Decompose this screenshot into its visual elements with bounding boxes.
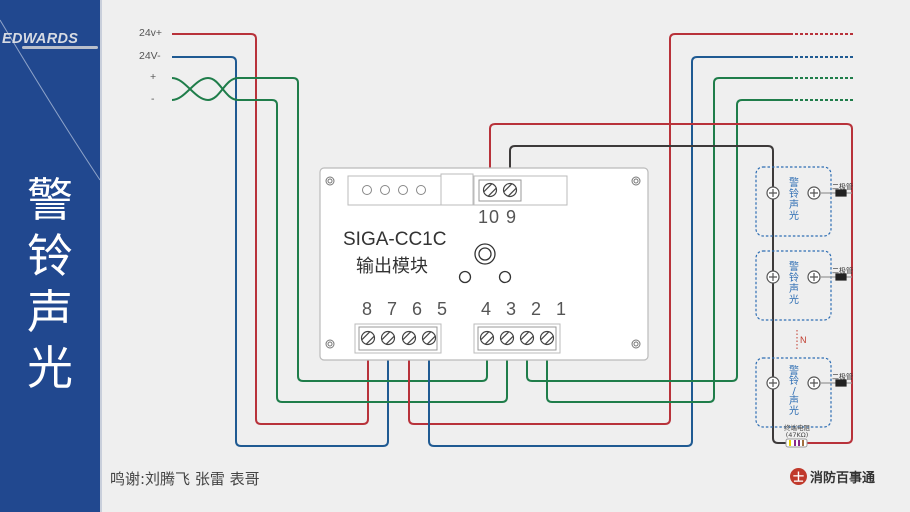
terminal-screw-10 <box>482 182 498 198</box>
page-title: 警 铃 声 光 <box>16 172 84 396</box>
wire-signal-neg-right <box>526 99 790 382</box>
terminal-numbers-left: 8 7 6 5 <box>362 299 453 319</box>
label-24v-neg: 24V- <box>139 50 161 62</box>
brand: 士 消防百事通 <box>790 467 875 486</box>
terminal-screw-3 <box>499 330 515 346</box>
wire-signal-pos-left <box>171 77 488 382</box>
diode-icon <box>835 273 847 281</box>
diode-3-label: 二极管 <box>832 373 853 381</box>
wire-signal-neg-left <box>171 77 508 403</box>
terminal-screw-1 <box>539 330 555 346</box>
brand-icon: 士 <box>790 468 807 485</box>
credits: 鸣谢:刘腾飞 张雷 表哥 <box>110 470 260 488</box>
device-box <box>755 357 832 428</box>
terminal-screw-5 <box>421 330 437 346</box>
brand-name: 消防百事通 <box>810 471 876 486</box>
device-box <box>755 250 832 321</box>
module-model: SIGA-CC1C <box>343 229 447 250</box>
wire-24v-neg-left <box>172 56 389 447</box>
logo-underline <box>22 46 98 49</box>
eol-resistor <box>785 438 808 448</box>
module-name: 输出模块 <box>356 256 428 277</box>
terminal-screw-7 <box>380 330 396 346</box>
sidebar-arc <box>0 19 100 181</box>
terminal-screw-8 <box>360 330 376 346</box>
label-signal-neg: - <box>151 93 155 105</box>
diode-2-label: 二极管 <box>832 267 853 275</box>
device-count-label: N <box>800 335 807 345</box>
sidebar-edge <box>100 0 102 512</box>
edwards-logo: EDWARDS <box>2 31 79 47</box>
title-char: 声 <box>27 285 73 339</box>
title-char: 警 <box>27 173 73 227</box>
device-2-label: 警铃声光 <box>789 262 799 306</box>
label-signal-pos: + <box>150 71 157 83</box>
terminal-screw-2 <box>519 330 535 346</box>
terminal-screw-4 <box>479 330 495 346</box>
diode-icon <box>835 379 847 387</box>
diode-icon <box>835 189 847 197</box>
device-1-label: 警铃声光 <box>789 178 799 222</box>
label-24v-pos: 24v+ <box>139 27 163 39</box>
eol-resistor-label: 终端电阻(47KΩ) <box>784 424 810 439</box>
terminal-screw-9 <box>502 182 518 198</box>
device-3-label: 警铃/声光 <box>789 366 799 417</box>
terminal-numbers-top: 10 9 <box>478 207 518 227</box>
terminal-screw-6 <box>401 330 417 346</box>
wire-24v-neg-right <box>428 56 790 447</box>
wire-output-10 <box>489 123 853 444</box>
wire-24v-pos-right <box>408 33 790 425</box>
device-box <box>755 166 832 237</box>
title-char: 铃 <box>27 229 73 283</box>
title-char: 光 <box>27 341 73 395</box>
sidebar: EDWARDS 警 铃 声 光 <box>0 0 100 512</box>
wire-signal-pos-right <box>546 77 790 403</box>
wire-24v-pos-left <box>172 33 369 425</box>
diode-1-label: 二极管 <box>832 183 853 191</box>
wire-output-9 <box>509 145 790 444</box>
terminal-numbers-right: 4 3 2 1 <box>481 299 572 319</box>
mounting-holes <box>325 176 641 349</box>
